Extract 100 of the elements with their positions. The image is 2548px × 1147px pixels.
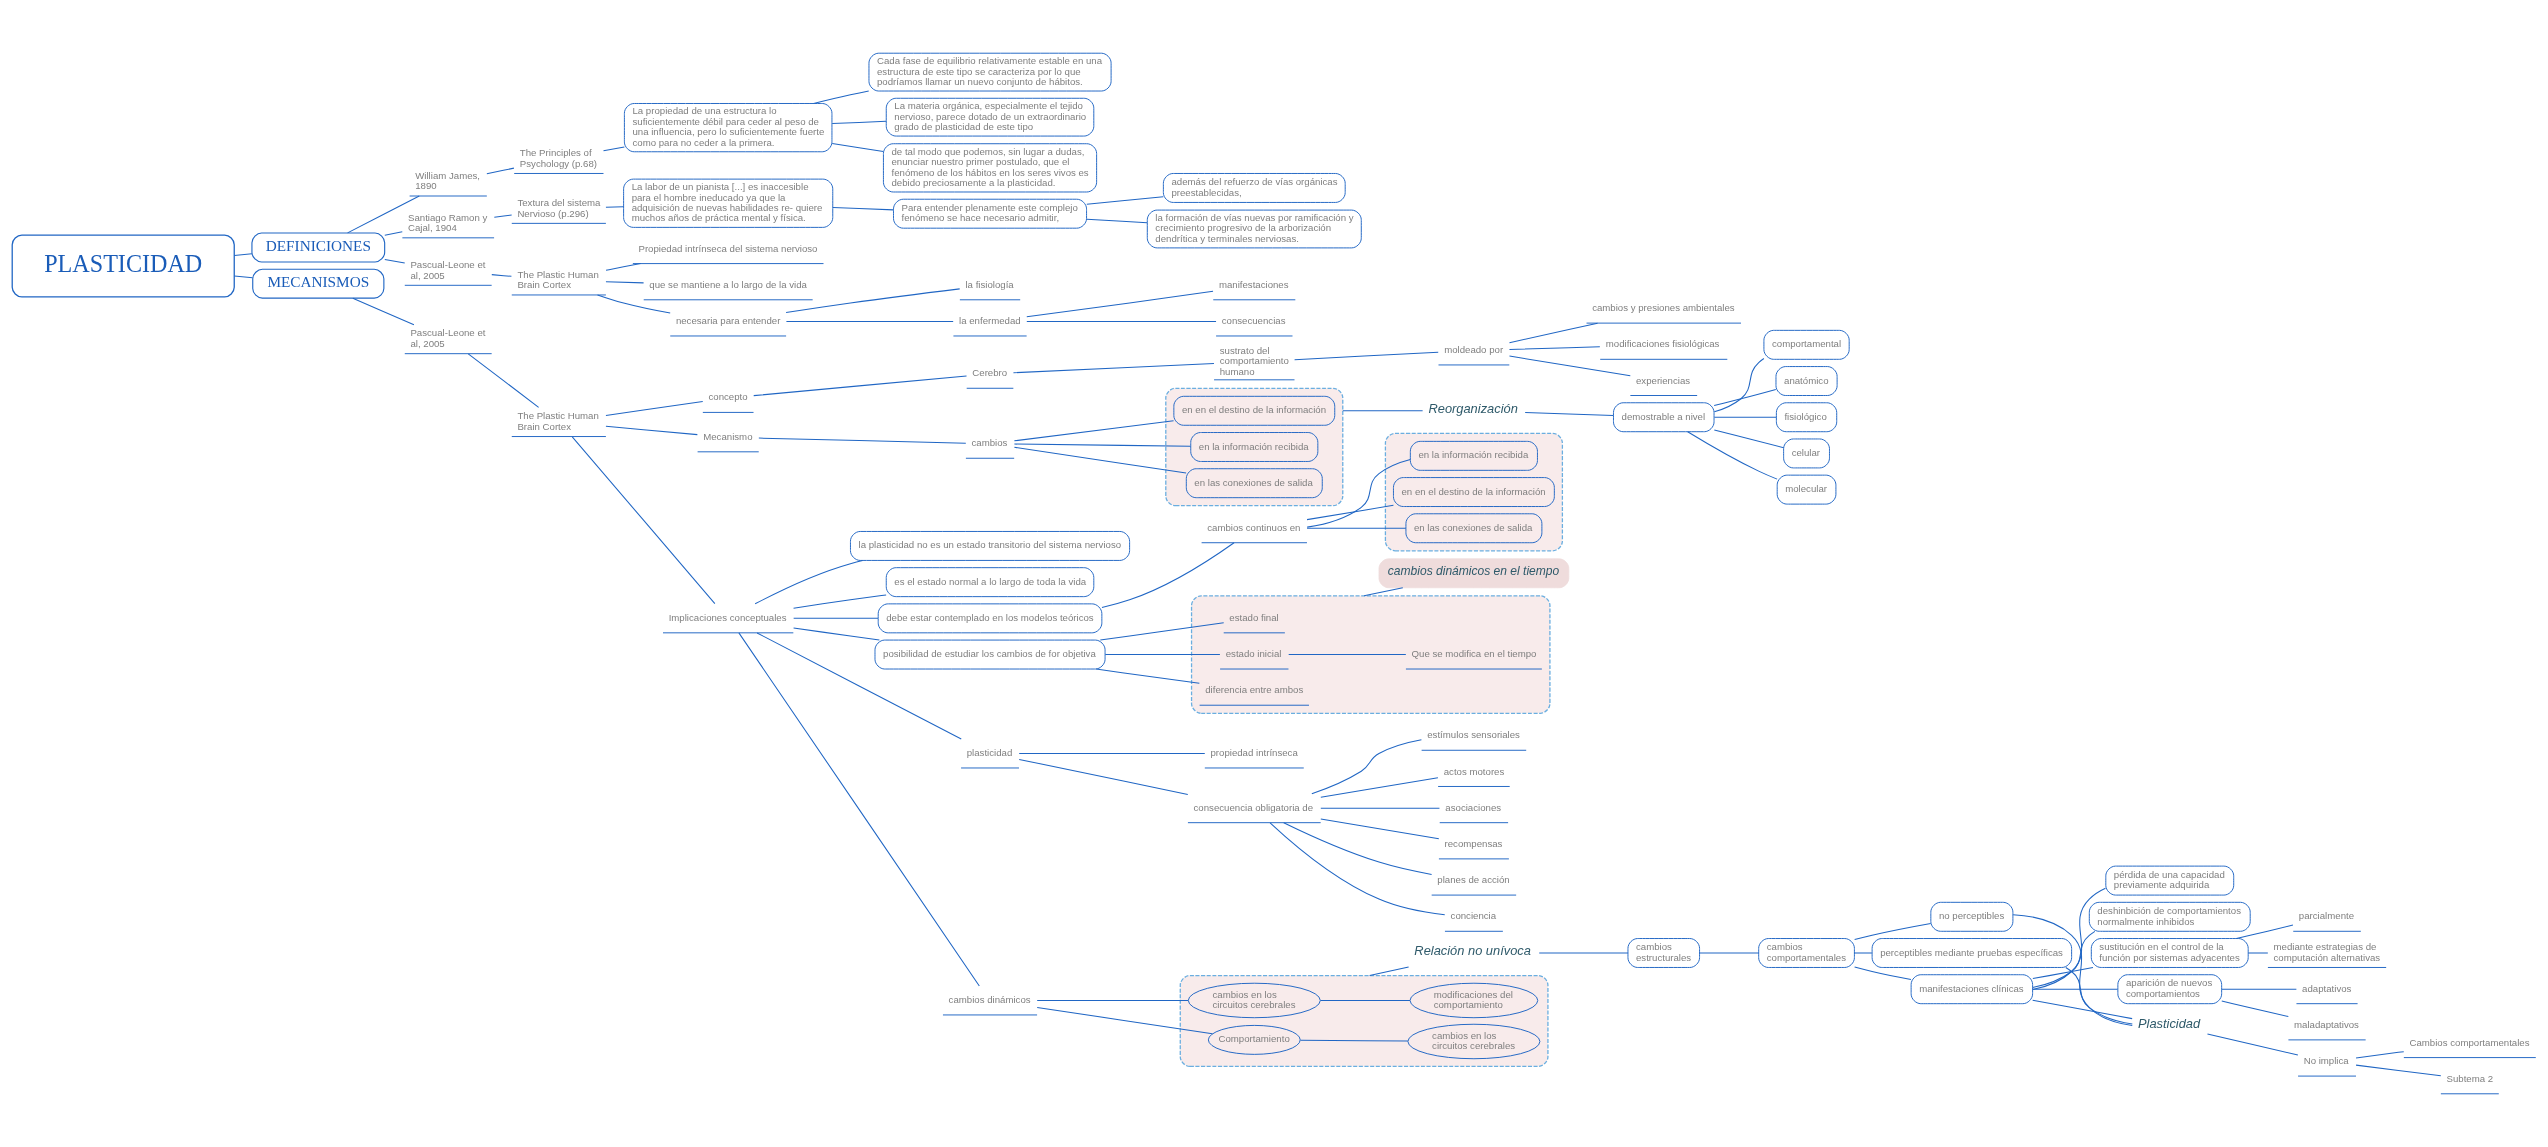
node-text: Cerebro [972,367,1008,379]
connector [831,120,887,124]
connector [1269,822,1446,916]
node-text: cambios [971,437,1008,449]
node-box: pérdida de una capacidad previamente adquirida [2105,865,2235,896]
node-text: Reorganización [1428,401,1518,417]
connector [1026,320,1217,323]
node-text: Implicaciones conceptuales [668,611,787,623]
connector [1342,410,1424,412]
connector [605,281,645,284]
node-text: moldeado por [1444,343,1504,355]
connector [384,258,406,264]
node-text: cambios y presiones ambientales [1592,302,1735,314]
node-text: necesaria para entender [675,315,781,326]
connector [2032,999,2133,1020]
connector [1538,952,1629,954]
connector [1288,654,1407,656]
node-box: en en el destino de la información [1173,395,1336,426]
connector [1012,363,1215,374]
node-box: La materia orgánica, especialmente el tejido nervioso, parece dotado de un extraordinario grado de plasticidad de este tipo [885,97,1095,137]
connector [756,632,962,740]
connector [2221,1000,2289,1018]
connector [2355,1064,2442,1077]
node-text: mediante estrategias de computación alternativas [2273,941,2381,963]
node-text: concepto [708,391,748,403]
node-text: la fisiología [965,278,1014,290]
connector [1853,952,1873,954]
connector [1104,654,1221,656]
node-box: sustitución en el control de la función por sistemas adyacentes [2090,938,2249,968]
node-text: Cambios comportamentales [2409,1036,2530,1048]
connector [2065,967,2133,1025]
node-text: Mecanismo [703,430,753,442]
node-text: planes de acción [1437,874,1510,886]
node-text: experiencias [1636,374,1691,386]
node-box: en la información recibida [1190,432,1319,462]
connector [753,375,968,397]
connector [352,297,415,326]
node-text: Que se modifica en el tiempo [1411,648,1537,660]
connector [1524,412,1614,417]
node-ellipse: cambios en los circuitos cerebrales [1187,982,1321,1019]
connector [1687,431,1778,480]
connector [2032,967,2094,980]
node-text: estímulos sensoriales [1427,729,1520,741]
node-box: además del refuerzo de vías orgánicas preestablecidas, [1162,173,1346,203]
connector [2355,1051,2405,1059]
connector [486,167,515,175]
cluster [1190,595,1551,714]
cluster [1179,974,1549,1068]
node-box: demostrable a nivel [1613,402,1715,433]
node-text: consecuencias [1221,315,1286,326]
connector [1086,218,1148,224]
node-box: fisiológico [1775,402,1838,433]
cluster [1384,432,1564,552]
node-text: asociaciones [1445,801,1502,813]
connector [831,143,884,152]
connector [1713,388,1777,406]
connector [1306,527,1407,529]
node-text: consecuencia obligatoria de [1193,801,1314,813]
connector [1320,999,1411,1001]
connector [233,253,253,256]
connector [2221,988,2297,990]
connector [467,353,540,408]
connector [1086,196,1164,205]
connector [2032,887,2106,990]
connector [1294,351,1439,361]
node-text: sustrato del comportamiento humano [1219,344,1289,377]
connector [738,632,980,987]
node-box: en en el destino de la información [1392,477,1555,507]
connector [597,294,671,314]
node-ellipse: Comportamiento [1207,1024,1301,1055]
connector [1306,459,1411,528]
node-box: posibilidad de estudiar los cambios de for objetiva [874,639,1106,670]
node-text: The Plastic Human Brain Cortex [517,410,599,432]
connector [1013,443,1192,447]
node-box: la formación de vías nuevas por ramificación y crecimiento progresivo de la arborización dendrítica y terminales nerviosas. [1146,209,1362,249]
node-text: que se mantiene a lo largo de la vida [649,278,807,290]
connector [1713,416,1777,418]
node-text: conciencia [1450,910,1497,922]
node-box: aparición de nuevos comportamientos [2117,974,2223,1005]
connector [1320,807,1440,809]
node-text: cambios dinámicos [948,993,1031,1005]
node-text: Pascual-Leone et al, 2005 [410,327,486,349]
node-text: recompensas [1444,837,1503,849]
connector [2235,924,2294,939]
node-ellipse: modificaciones del comportamiento [1409,982,1539,1019]
node-text: Santiago Ramon y Cajal, 1904 [408,211,488,234]
connector [1713,357,1765,413]
node-text: manifestaciones [1218,278,1289,290]
connector [758,437,967,444]
connector [1854,923,1932,941]
connector [1311,739,1422,795]
connector [1508,322,1599,344]
connector [1508,355,1631,377]
connector [1320,777,1439,798]
node-text: The Plastic Human Brain Cortex [517,268,599,291]
connector [785,288,961,314]
connector [1854,966,1912,980]
node-box: es el estado normal a lo largo de toda la vida [885,567,1095,598]
connector [2032,988,2119,990]
connector [605,206,625,208]
